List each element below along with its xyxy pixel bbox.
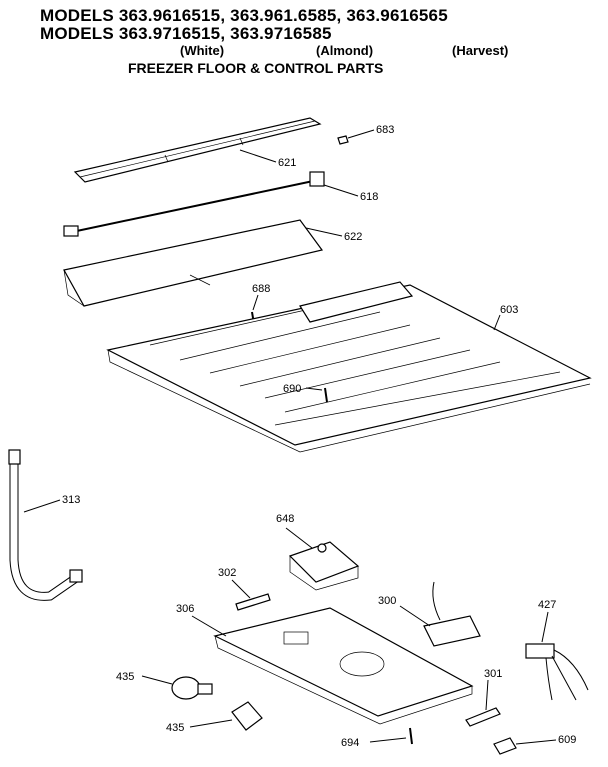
part-648-timer <box>288 541 360 591</box>
label-609: 609 <box>558 734 576 746</box>
label-313: 313 <box>62 494 80 506</box>
part-683-screw <box>337 135 349 145</box>
models-line-1: MODELS 363.9616515, 363.961.6585, 363.96… <box>40 6 448 25</box>
label-690: 690 <box>283 383 301 395</box>
part-603-floor <box>106 281 592 453</box>
color-harvest: (Harvest) <box>452 43 509 58</box>
label-427: 427 <box>538 599 556 611</box>
label-621: 621 <box>278 157 296 169</box>
label-302: 302 <box>218 567 236 579</box>
label-622: 622 <box>344 231 362 243</box>
label-694: 694 <box>341 737 359 749</box>
part-435-socket <box>231 701 263 731</box>
label-300: 300 <box>378 595 396 607</box>
part-301-thermostat <box>465 707 501 727</box>
label-618: 618 <box>360 191 378 203</box>
part-313-tube <box>8 449 83 601</box>
part-306-tray <box>213 607 474 725</box>
label-683: 683 <box>376 124 394 136</box>
part-300-switch <box>423 581 481 647</box>
label-435-bulb: 435 <box>116 671 134 683</box>
part-621-rail <box>73 117 322 183</box>
label-603: 603 <box>500 304 518 316</box>
color-white: (White) <box>180 43 225 58</box>
models-line-2: MODELS 363.9716515, 363.9716585 <box>40 24 332 43</box>
label-688: 688 <box>252 283 270 295</box>
label-301: 301 <box>484 668 502 680</box>
part-618-rod <box>63 171 325 237</box>
label-435-socket: 435 <box>166 722 184 734</box>
label-648: 648 <box>276 513 294 525</box>
part-302-pin <box>235 593 271 611</box>
part-622-trough <box>63 219 324 307</box>
color-almond: (Almond) <box>316 43 374 58</box>
part-435-bulb <box>171 676 213 700</box>
part-609-clip <box>493 737 517 755</box>
diagram-title: FREEZER FLOOR & CONTROL PARTS <box>128 60 384 76</box>
part-690-screw <box>324 387 328 403</box>
label-306: 306 <box>176 603 194 615</box>
part-427-harness <box>525 643 589 701</box>
part-694-screw <box>409 727 413 745</box>
